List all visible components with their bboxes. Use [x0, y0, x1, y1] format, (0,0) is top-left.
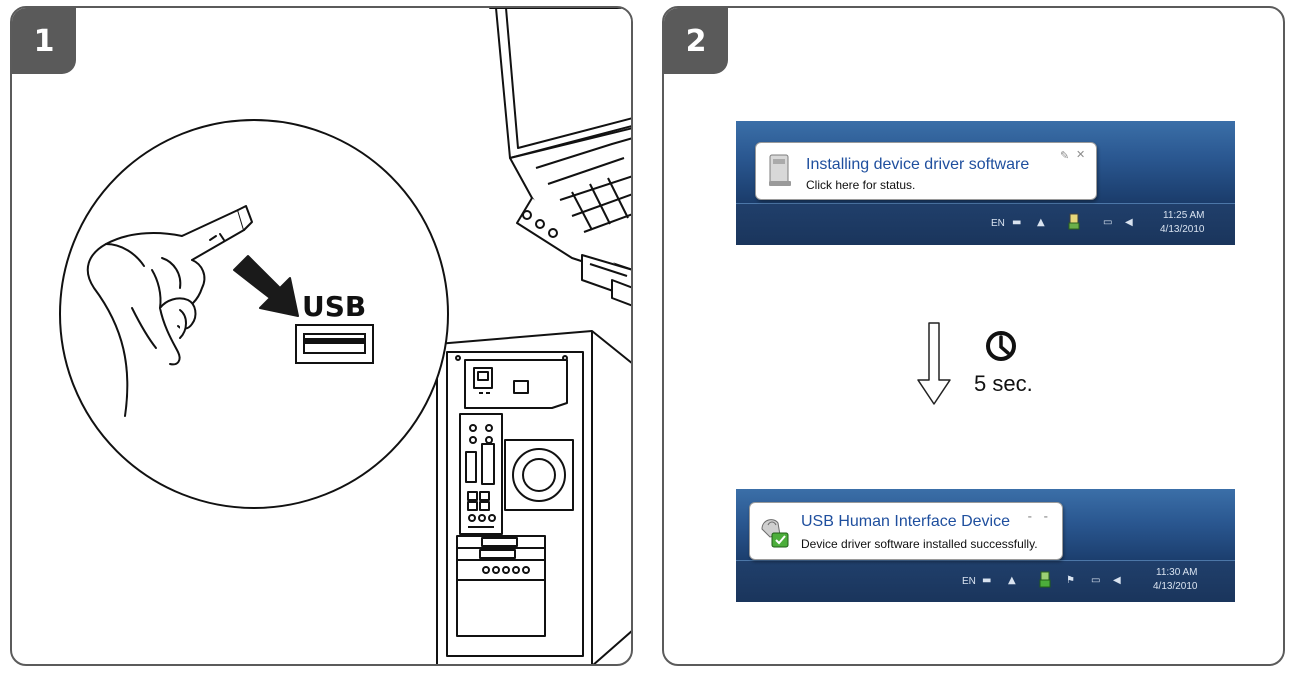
hand-with-usb-plug-illustration — [86, 205, 253, 417]
tray-language[interactable]: EN — [991, 218, 1005, 229]
notification-title: USB Human Interface Device — [801, 513, 1010, 530]
tray-time[interactable]: 11:25 AM — [1163, 210, 1205, 221]
tray-date[interactable]: 4/13/2010 — [1153, 581, 1198, 592]
volume-icon[interactable]: ◀ — [1125, 217, 1133, 228]
laptop-illustration — [489, 8, 631, 307]
device-installed-icon — [761, 519, 789, 548]
notification-balloon[interactable]: USB Human Interface Device Device driver… — [749, 502, 1063, 560]
show-hidden-icons-icon[interactable]: ▲ — [1008, 575, 1016, 586]
clock-icon — [986, 331, 1016, 361]
magnifier-circle — [59, 119, 449, 509]
step-2-badge: 2 — [664, 8, 728, 74]
taskbar — [736, 560, 1235, 602]
down-arrow-icon — [917, 322, 951, 405]
device-installing-icon — [769, 154, 791, 186]
keyboard-icon[interactable]: ▬ — [982, 575, 992, 586]
notification-text: Device driver software installed success… — [801, 537, 1038, 551]
usb-device-tray-icon[interactable] — [1066, 213, 1082, 231]
action-center-flag-icon[interactable]: ⚑ — [1066, 575, 1075, 586]
pin-icon[interactable]: ✎ — [1060, 149, 1070, 162]
close-icon[interactable]: ✕ — [1076, 148, 1086, 161]
taskbar — [736, 203, 1235, 245]
insert-arrow-icon — [233, 255, 299, 317]
step-1-badge: 1 — [12, 8, 76, 74]
tray-time[interactable]: 11:30 AM — [1156, 567, 1198, 578]
keyboard-icon[interactable]: ▬ — [1012, 217, 1022, 228]
volume-icon[interactable]: ◀ — [1113, 575, 1121, 586]
notification-title: Installing device driver software — [806, 156, 1030, 173]
pin-icon[interactable]: ⁃ — [1027, 511, 1033, 524]
close-icon[interactable]: ⁃ — [1043, 511, 1049, 524]
network-icon[interactable]: ▭ — [1091, 575, 1101, 586]
wait-duration-label: 5 sec. — [974, 371, 1033, 396]
show-hidden-icons-icon[interactable]: ▲ — [1037, 217, 1045, 228]
installed-notification-screenshot: USB Human Interface Device Device driver… — [736, 489, 1235, 602]
desktop-tower-illustration — [436, 330, 631, 664]
notification-text: Click here for status. — [806, 178, 916, 192]
usb-device-tray-icon[interactable] — [1037, 571, 1053, 589]
step-1-panel: 1 — [10, 6, 633, 666]
step-2-panel: 2 Installing device driver software Clic… — [662, 6, 1285, 666]
step-1-illustration — [59, 8, 631, 664]
notification-balloon[interactable]: Installing device driver software Click … — [755, 142, 1097, 200]
tray-language[interactable]: EN — [962, 576, 976, 587]
usb-port-label: USB — [302, 290, 367, 323]
tray-date[interactable]: 4/13/2010 — [1160, 224, 1205, 235]
installing-notification-screenshot: Installing device driver software Click … — [736, 121, 1235, 245]
network-icon[interactable]: ▭ — [1103, 217, 1113, 228]
